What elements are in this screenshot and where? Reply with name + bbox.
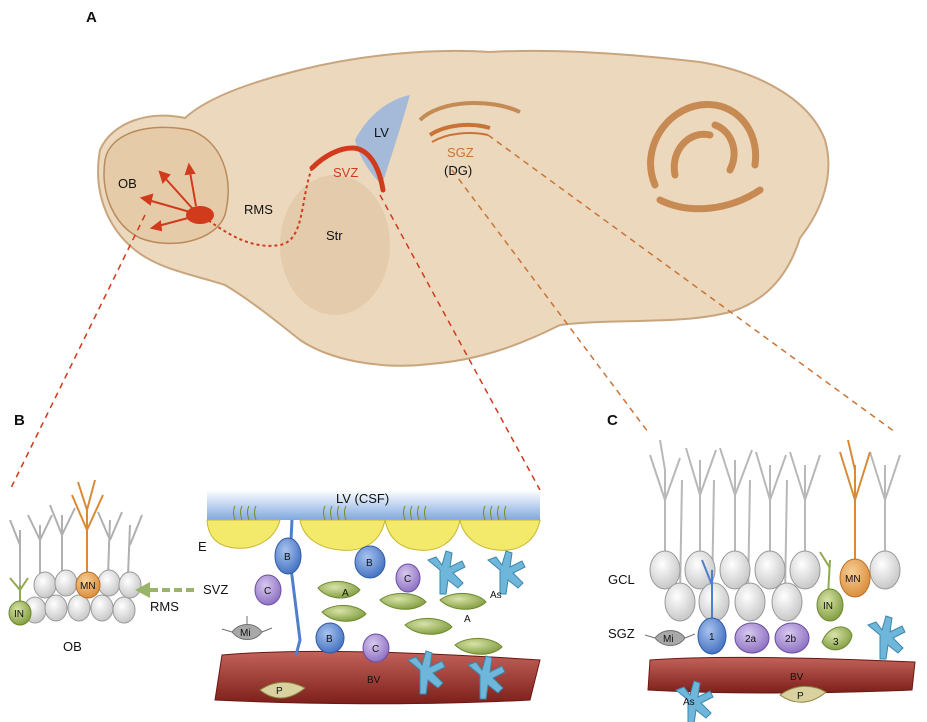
striatum-region: [280, 175, 390, 315]
gcl-in-label: IN: [823, 601, 833, 612]
a-label-2: A: [464, 614, 471, 625]
ob-label: OB: [118, 176, 137, 191]
str-label: Str: [326, 228, 343, 243]
gcl-in-process: [820, 552, 830, 595]
svz-niche: LV (CSF) E BV P B: [198, 490, 540, 704]
panel-b: B MN: [9, 412, 540, 704]
rms-arrow: [135, 582, 198, 598]
panel-a: A OB RMS: [10, 9, 895, 490]
b-label-1: B: [284, 552, 291, 563]
panel-c: C MN IN GCL: [607, 412, 915, 722]
type2b-label: 2b: [785, 634, 797, 645]
ob-label-b: OB: [63, 639, 82, 654]
type3-label: 3: [833, 637, 839, 648]
sgz-blood-vessel: [648, 657, 915, 693]
zoom-line-ob-left: [10, 215, 145, 490]
ob-migrating-neuron: [186, 206, 214, 224]
gcl-mn-dendrites: [840, 440, 870, 570]
ob-mn-label: MN: [80, 581, 96, 592]
ob-dendrites: [10, 505, 142, 585]
svz-mi-label: Mi: [240, 628, 251, 639]
c-label-1: C: [264, 586, 271, 597]
svz-label: SVZ: [333, 165, 358, 180]
c-label-2: C: [404, 574, 411, 585]
gcl-mn-label: MN: [845, 574, 861, 585]
type2a-label: 2a: [745, 634, 757, 645]
panel-a-letter: A: [86, 9, 97, 26]
type1-label: 1: [709, 632, 715, 643]
ob-mini-diagram: MN IN OB: [9, 480, 142, 654]
lv-label: LV: [374, 125, 389, 140]
sgz-mi-label: Mi: [663, 634, 674, 645]
e-label: E: [198, 539, 207, 554]
ependymal-layer: [207, 520, 540, 550]
svz-bv-label: BV: [367, 675, 381, 686]
rms-label: RMS: [244, 202, 273, 217]
mn-dendrites: [72, 480, 103, 575]
svz-p-label: P: [276, 686, 283, 697]
panel-b-letter: B: [14, 412, 25, 429]
sgz-p-label: P: [797, 691, 804, 702]
svz-as-label: As: [490, 590, 502, 601]
sgz-label: SGZ: [447, 145, 474, 160]
ob-in-label: IN: [14, 609, 24, 620]
rms-label-b: RMS: [150, 599, 179, 614]
csf-label: LV (CSF): [336, 491, 389, 506]
b-label-2: B: [366, 558, 373, 569]
sgz-bv-label: BV: [790, 672, 804, 683]
sgz-label-c: SGZ: [608, 626, 635, 641]
dg-label: (DG): [444, 163, 472, 178]
panel-c-letter: C: [607, 412, 618, 429]
svz-label-b: SVZ: [203, 582, 228, 597]
a-label-1: A: [342, 588, 349, 599]
b-label-3: B: [326, 634, 333, 645]
gcl-label: GCL: [608, 572, 635, 587]
c-label-3: C: [372, 644, 379, 655]
sgz-as-label: As: [683, 697, 695, 708]
